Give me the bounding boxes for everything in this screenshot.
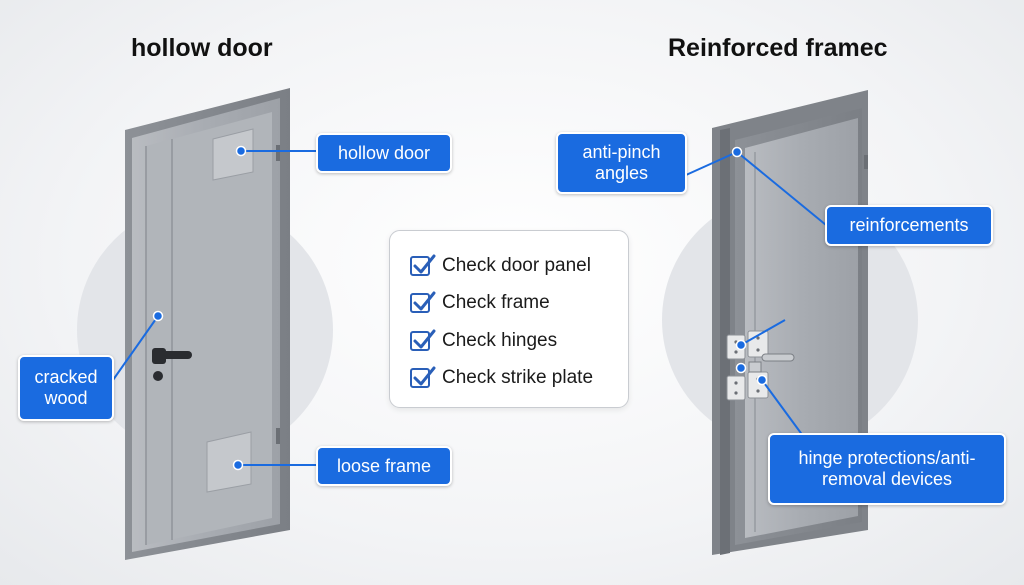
hinge-plate-bottom <box>726 375 746 401</box>
callout-reinforcements: reinforcements <box>825 205 993 246</box>
callout-cracked-wood: cracked wood <box>18 355 114 421</box>
door-handle-lever <box>160 351 192 359</box>
callout-reinforcements-text: reinforcements <box>849 215 969 235</box>
checklist-item-label: Check hinges <box>442 329 558 351</box>
right-title: Reinforced framec <box>668 34 888 62</box>
callout-cracked-wood-line1: cracked <box>34 367 98 387</box>
top-panel-patch <box>212 128 254 181</box>
checklist-item-label: Check strike plate <box>442 367 594 389</box>
callout-loose-frame-text: loose frame <box>336 455 432 476</box>
hollow-door-drawing <box>112 88 318 560</box>
checkbox-checked-icon[interactable] <box>410 254 436 276</box>
keyhole <box>153 371 163 381</box>
checklist-item-hinges[interactable]: Check hinges <box>410 322 628 360</box>
checkbox-checked-icon[interactable] <box>410 329 436 351</box>
checklist-item-frame[interactable]: Check frame <box>410 285 628 323</box>
checklist-item-label: Check door panel <box>442 254 591 276</box>
callout-cracked-wood-line2: wood <box>44 388 88 408</box>
callout-anti-pinch-line1: anti-pinch <box>582 142 661 162</box>
callout-hinge-line1: hinge protections/anti- <box>798 448 976 468</box>
bottom-panel-patch <box>206 431 252 493</box>
checkbox-checked-icon[interactable] <box>410 366 436 389</box>
checkbox-checked-icon[interactable] <box>410 291 436 314</box>
reinforced-door-handle <box>761 353 795 362</box>
checklist-item-strike-plate[interactable]: Check strike plate <box>410 360 628 398</box>
inspection-checklist: Check door panel Check frame Check hinge… <box>389 230 629 408</box>
callout-hollow-door: hollow door <box>316 133 452 173</box>
callout-loose-frame: loose frame <box>316 446 452 486</box>
callout-hinge-protections: hinge protections/anti- removal devices <box>768 433 1006 505</box>
callout-anti-pinch-angles: anti-pinch angles <box>556 132 687 194</box>
checklist-item-label: Check frame <box>442 292 550 314</box>
checklist-item-door-panel[interactable]: Check door panel <box>410 247 628 285</box>
left-title: hollow door <box>131 34 273 62</box>
callout-anti-pinch-line2: angles <box>594 163 649 183</box>
callout-hinge-line2: removal devices <box>821 469 953 489</box>
callout-hollow-door-text: hollow door <box>337 142 431 163</box>
